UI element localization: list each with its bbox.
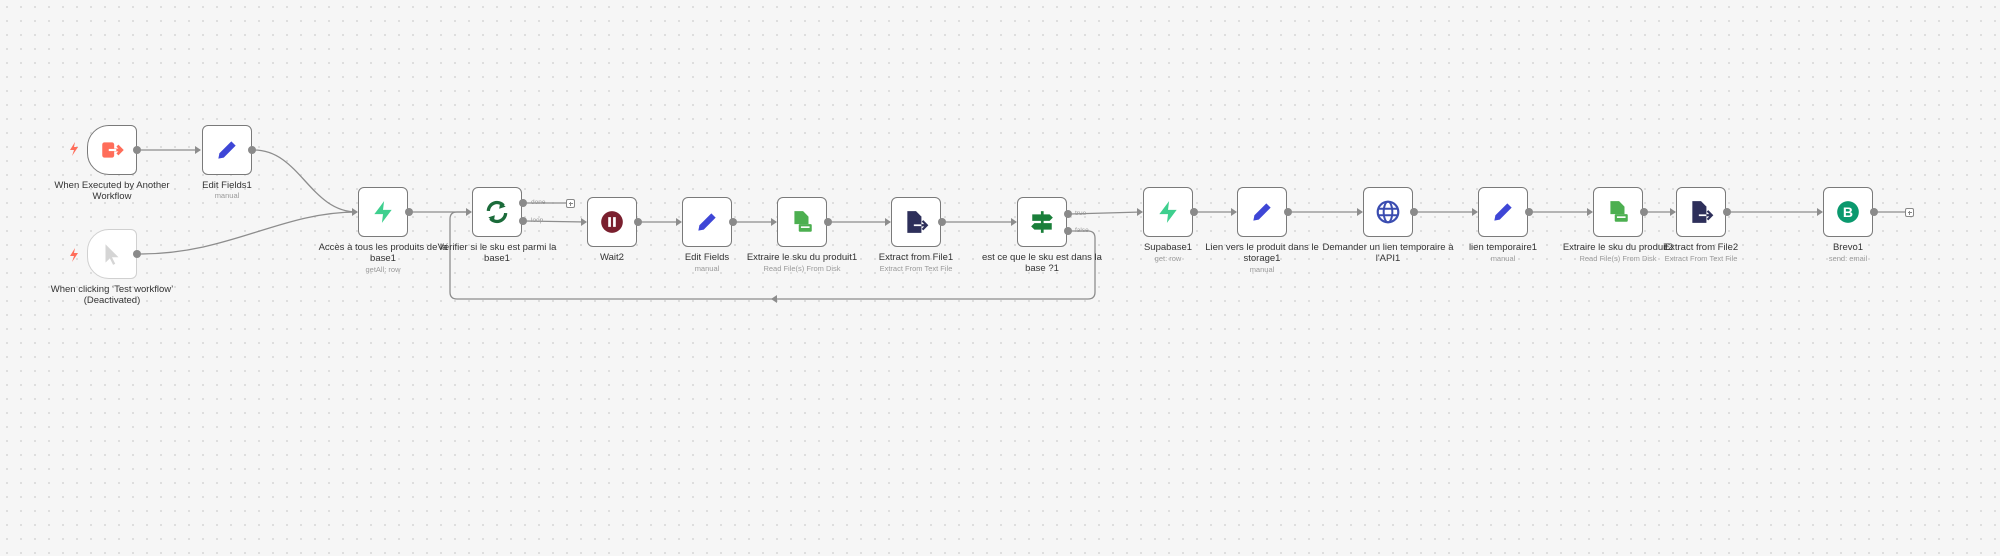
- pencil-icon: [218, 141, 236, 159]
- output-port[interactable]: [133, 250, 141, 258]
- output-label-loop: loop: [531, 217, 544, 224]
- file-export-icon: [1692, 201, 1714, 223]
- file-disk-icon: [794, 211, 812, 232]
- output-port-false[interactable]: [1064, 227, 1072, 235]
- node-extraire-sku2[interactable]: [1593, 187, 1643, 237]
- output-port[interactable]: [1190, 208, 1198, 216]
- output-port[interactable]: [248, 146, 256, 154]
- node-label: Extract from File2: [1663, 242, 1739, 253]
- node-verifier-sku[interactable]: [472, 187, 522, 237]
- node-subtitle: manual: [1490, 254, 1516, 263]
- output-port-loop[interactable]: [519, 217, 527, 225]
- output-port[interactable]: [824, 218, 832, 226]
- node-if-sku[interactable]: [1017, 197, 1067, 247]
- node-wait2[interactable]: [587, 197, 637, 247]
- output-port[interactable]: [1525, 208, 1533, 216]
- node-label: Wait2: [600, 252, 624, 263]
- mouse-pointer-icon: [105, 244, 119, 265]
- globe-icon: [1376, 200, 1400, 224]
- node-edit-fields1[interactable]: [202, 125, 252, 175]
- pencil-icon: [698, 213, 716, 231]
- output-port[interactable]: [1870, 208, 1878, 216]
- node-label: lien temporaire1: [1468, 242, 1538, 253]
- output-port[interactable]: [938, 218, 946, 226]
- node-edit-fields[interactable]: [682, 197, 732, 247]
- node-label: est ce que le sku est dans la base ?1: [982, 252, 1102, 274]
- node-extract-file1[interactable]: [891, 197, 941, 247]
- add-node-button[interactable]: [566, 199, 575, 208]
- node-label: Edit Fields1: [202, 180, 252, 191]
- node-brevo1[interactable]: B: [1823, 187, 1873, 237]
- file-disk-icon: [1610, 201, 1628, 222]
- supabase-icon: [374, 201, 392, 223]
- output-port[interactable]: [1410, 208, 1418, 216]
- node-label: Extraire le sku du produit2: [1562, 242, 1674, 253]
- node-subtitle: send: email: [1828, 254, 1868, 263]
- output-port[interactable]: [634, 218, 642, 226]
- node-subtitle: Read File(s) From Disk: [1579, 254, 1657, 263]
- node-subtitle: manual: [1249, 265, 1275, 274]
- output-label-false: false: [1075, 227, 1089, 234]
- pencil-icon: [1494, 203, 1512, 221]
- node-exec-trigger[interactable]: [87, 125, 137, 175]
- node-supabase1[interactable]: [1143, 187, 1193, 237]
- node-subtitle: manual: [214, 191, 240, 200]
- file-export-icon: [907, 211, 929, 233]
- node-extraire-sku1[interactable]: [777, 197, 827, 247]
- node-label: Extraire le sku du produit1: [746, 252, 858, 263]
- output-port-done[interactable]: [519, 199, 527, 207]
- node-label: When Executed by Another Workflow: [54, 180, 170, 202]
- node-lien-temporaire1[interactable]: [1478, 187, 1528, 237]
- node-label: When clicking ‘Test workflow’ (Deactivat…: [50, 284, 174, 306]
- output-port[interactable]: [729, 218, 737, 226]
- output-label-true: true: [1075, 210, 1087, 217]
- brevo-icon: B: [1837, 201, 1859, 223]
- node-test-trigger[interactable]: [87, 229, 137, 279]
- node-label: Brevo1: [1832, 242, 1864, 253]
- node-subtitle: getAll: row: [365, 265, 401, 274]
- node-label: Accès à tous les produits de la base1: [318, 242, 448, 264]
- node-subtitle: get: row: [1154, 254, 1182, 263]
- output-port[interactable]: [1640, 208, 1648, 216]
- node-subtitle: manual: [694, 264, 720, 273]
- trigger-bolt-icon: [70, 248, 78, 262]
- svg-text:B: B: [1843, 204, 1853, 220]
- output-port[interactable]: [405, 208, 413, 216]
- output-label-done: done: [531, 199, 546, 206]
- node-label: Extract from File1: [878, 252, 954, 263]
- node-subtitle: Extract From Text File: [879, 264, 953, 273]
- node-lien-produit[interactable]: [1237, 187, 1287, 237]
- output-port[interactable]: [1284, 208, 1292, 216]
- node-demander-lien[interactable]: [1363, 187, 1413, 237]
- node-subtitle: Extract From Text File: [1664, 254, 1738, 263]
- add-node-button[interactable]: [1905, 208, 1914, 217]
- output-port[interactable]: [133, 146, 141, 154]
- sign-in-icon: [102, 142, 124, 158]
- loop-arrows-icon: [486, 200, 508, 224]
- signpost-icon: [1031, 211, 1053, 233]
- pause-icon: [601, 211, 623, 233]
- supabase-icon: [1159, 201, 1177, 223]
- node-label: Vérifier si le sku est parmi la base1: [437, 242, 557, 264]
- node-subtitle: Read File(s) From Disk: [763, 264, 841, 273]
- node-label: Supabase1: [1143, 242, 1193, 253]
- node-label: Lien vers le produit dans le storage1: [1205, 242, 1319, 264]
- node-label: Demander un lien temporaire à l'API1: [1322, 242, 1454, 264]
- node-label: Edit Fields: [684, 252, 730, 263]
- output-port-true[interactable]: [1064, 210, 1072, 218]
- output-port[interactable]: [1723, 208, 1731, 216]
- node-acces-produits[interactable]: [358, 187, 408, 237]
- trigger-bolt-icon: [70, 142, 78, 156]
- pencil-icon: [1253, 203, 1271, 221]
- node-extract-file2[interactable]: [1676, 187, 1726, 237]
